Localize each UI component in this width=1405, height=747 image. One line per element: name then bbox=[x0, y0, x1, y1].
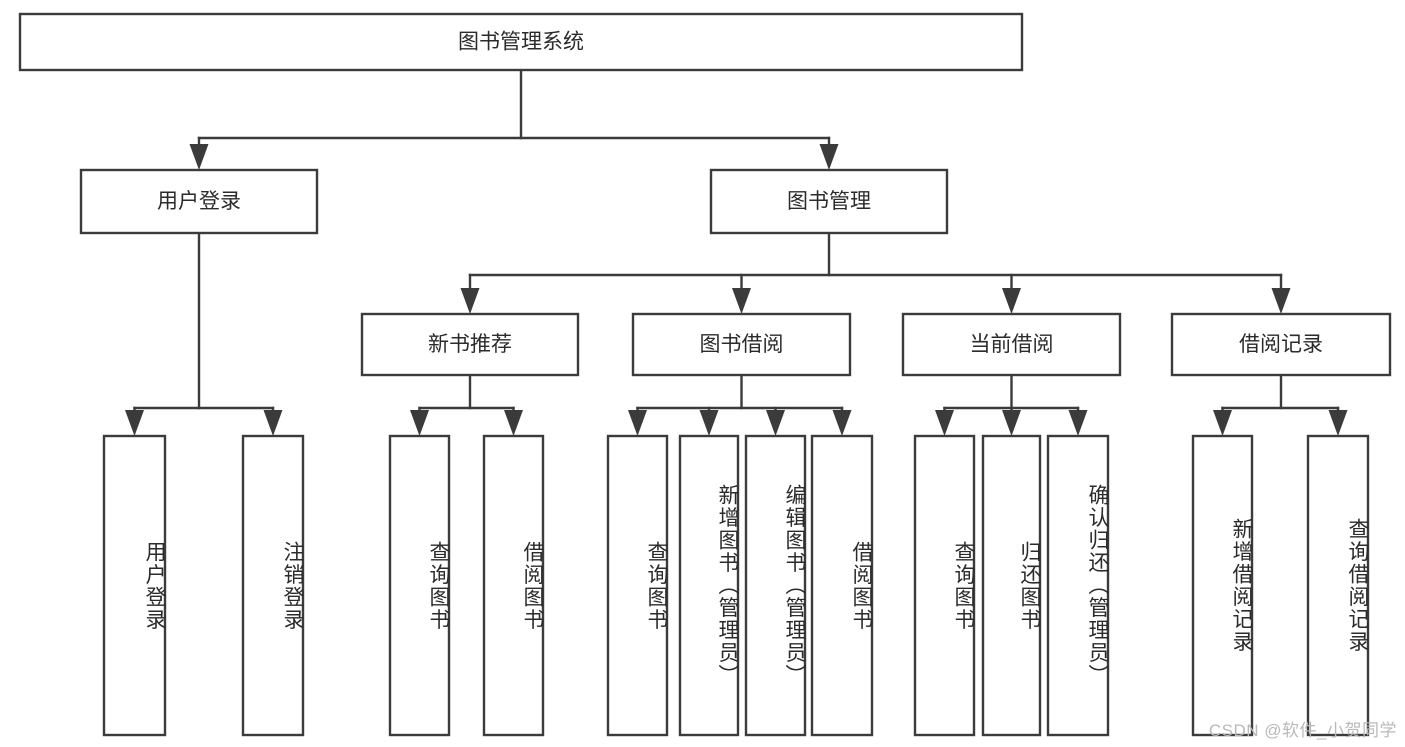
arrow-head-icon bbox=[504, 410, 523, 436]
node-box-book-manage[interactable] bbox=[709, 168, 949, 235]
node-box-leaf-logout[interactable] bbox=[241, 434, 305, 737]
watermark: CSDN @软件_小贺同学 bbox=[1208, 721, 1397, 740]
arrow-head-icon bbox=[935, 410, 954, 436]
arrow-head-icon bbox=[125, 410, 144, 436]
arrow-head-icon bbox=[766, 410, 785, 436]
arrow-head-icon bbox=[410, 410, 429, 436]
arrow-head-icon bbox=[732, 288, 751, 314]
connector-group-user-login bbox=[125, 231, 283, 436]
node-box-leaf-edit-book[interactable] bbox=[744, 434, 807, 737]
connector-group-current-borrow bbox=[935, 373, 1088, 436]
arrow-head-icon bbox=[263, 410, 283, 436]
node-box-leaf-add-book[interactable] bbox=[678, 434, 740, 737]
node-box-borrow-record[interactable] bbox=[1170, 312, 1392, 377]
node-box-leaf-confirm-return[interactable] bbox=[1046, 434, 1110, 737]
node-box-leaf-user-login[interactable] bbox=[102, 434, 167, 737]
connector-group-new-book-rec bbox=[410, 373, 523, 436]
arrow-head-icon bbox=[1213, 410, 1232, 436]
arrow-head-icon bbox=[460, 288, 480, 314]
node-box-leaf-query-book-2[interactable] bbox=[606, 434, 669, 737]
node-label-book-borrow: 图书借阅 bbox=[700, 333, 784, 356]
connector-group-borrow-record bbox=[1213, 373, 1348, 436]
arrow-head-icon bbox=[1068, 410, 1088, 436]
node-box-root[interactable] bbox=[18, 12, 1024, 72]
node-label-new-book-rec: 新书推荐 bbox=[428, 333, 512, 356]
arrow-head-icon bbox=[628, 410, 647, 436]
node-label-book-manage: 图书管理 bbox=[787, 190, 871, 213]
node-box-leaf-add-record[interactable] bbox=[1191, 434, 1254, 737]
node-box-book-borrow[interactable] bbox=[631, 312, 852, 377]
arrow-head-icon bbox=[819, 144, 839, 170]
boxes-layer bbox=[18, 12, 1392, 737]
node-box-current-borrow[interactable] bbox=[901, 312, 1122, 377]
node-box-leaf-borrow-book-2[interactable] bbox=[810, 434, 874, 737]
node-label-borrow-record: 借阅记录 bbox=[1239, 333, 1323, 356]
arrow-head-icon bbox=[832, 410, 852, 436]
arrow-head-icon bbox=[1002, 410, 1021, 436]
arrow-head-icon bbox=[1271, 288, 1291, 314]
arrow-head-icon bbox=[1328, 410, 1348, 436]
node-label-root: 图书管理系统 bbox=[458, 31, 584, 54]
connector-group-root bbox=[189, 68, 839, 170]
arrow-head-icon bbox=[189, 144, 209, 170]
node-box-leaf-borrow-book-1[interactable] bbox=[482, 434, 545, 737]
node-label-current-borrow: 当前借阅 bbox=[970, 333, 1054, 356]
node-box-leaf-query-record[interactable] bbox=[1306, 434, 1370, 737]
arrow-head-icon bbox=[1002, 288, 1021, 314]
node-box-leaf-query-book-3[interactable] bbox=[913, 434, 976, 737]
node-box-new-book-rec[interactable] bbox=[360, 312, 580, 377]
node-box-user-login[interactable] bbox=[79, 168, 319, 235]
node-box-leaf-return-book[interactable] bbox=[981, 434, 1042, 737]
connector-group-book-borrow bbox=[628, 373, 852, 436]
node-box-leaf-query-book-1[interactable] bbox=[388, 434, 451, 737]
connector-group-book-manage bbox=[460, 231, 1291, 314]
arrow-head-icon bbox=[699, 410, 719, 436]
connectors-layer bbox=[125, 68, 1348, 436]
node-label-user-login: 用户登录 bbox=[157, 190, 241, 213]
